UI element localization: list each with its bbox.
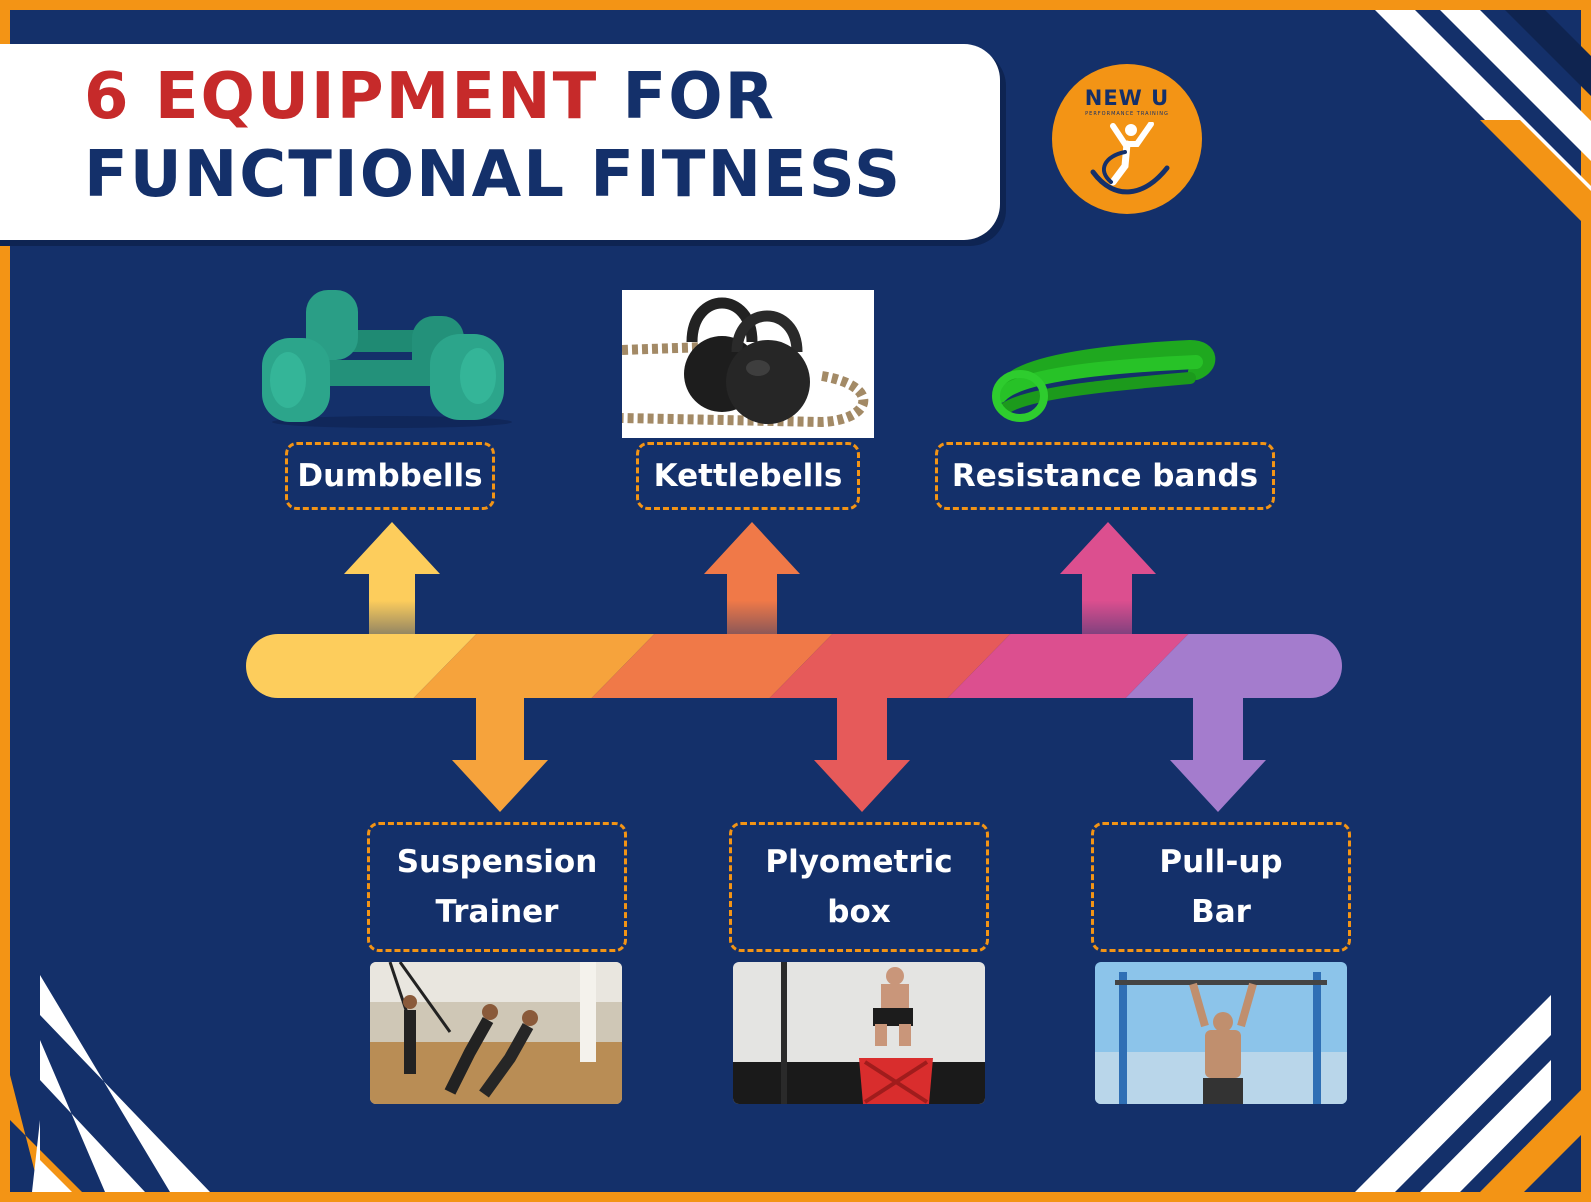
title-line2: FUNCTIONAL FITNESS <box>84 138 903 212</box>
label-plyometric-box-line1: Plyometric <box>765 844 953 880</box>
label-pull-up-bar-line1: Pull-up <box>1159 844 1283 880</box>
label-plyometric-box-line2: box <box>827 894 891 930</box>
bottom-left-stripes <box>10 975 210 1192</box>
timeline-bar <box>246 634 1342 698</box>
dumbbells-image <box>262 290 512 428</box>
title-card <box>0 44 1000 240</box>
kettlebells-image <box>622 290 874 438</box>
label-plyometric-box: Plyometric box <box>729 822 989 952</box>
label-dumbbells: Dumbbells <box>285 442 495 510</box>
label-pull-up-bar-line2: Bar <box>1191 894 1251 930</box>
brand-logo: NEW U PERFORMANCE TRAINING <box>1052 64 1202 214</box>
label-kettlebells: Kettlebells <box>636 442 860 510</box>
up-arrow-resistance-bands <box>1060 522 1156 634</box>
label-suspension-trainer-line2: Trainer <box>435 894 559 930</box>
down-arrow-pull-up-bar <box>1170 698 1266 812</box>
top-right-stripes <box>1375 10 1591 231</box>
jumping-figure-icon <box>1090 122 1170 195</box>
label-suspension-trainer: Suspension Trainer <box>367 822 627 952</box>
pull-up-bar-photo <box>1095 962 1347 1104</box>
down-arrow-plyometric-box <box>814 698 910 812</box>
plyometric-box-photo <box>733 962 985 1104</box>
label-suspension-trainer-line1: Suspension <box>396 844 598 880</box>
up-arrow-dumbbells <box>344 522 440 634</box>
title-accent: 6 EQUIPMENT <box>84 60 599 134</box>
suspension-trainer-photo <box>370 962 622 1104</box>
up-arrow-kettlebells <box>704 522 800 634</box>
label-pull-up-bar: Pull-up Bar <box>1091 822 1351 952</box>
label-resistance-bands: Resistance bands <box>935 442 1275 510</box>
logo-wordmark: NEW U <box>1084 86 1170 110</box>
resistance-bands-image <box>992 339 1216 422</box>
down-arrow-suspension-trainer <box>452 698 548 812</box>
title-line1-rest: FOR <box>622 60 776 134</box>
bottom-right-stripes <box>1355 995 1581 1192</box>
logo-tagline: PERFORMANCE TRAINING <box>1085 111 1169 117</box>
